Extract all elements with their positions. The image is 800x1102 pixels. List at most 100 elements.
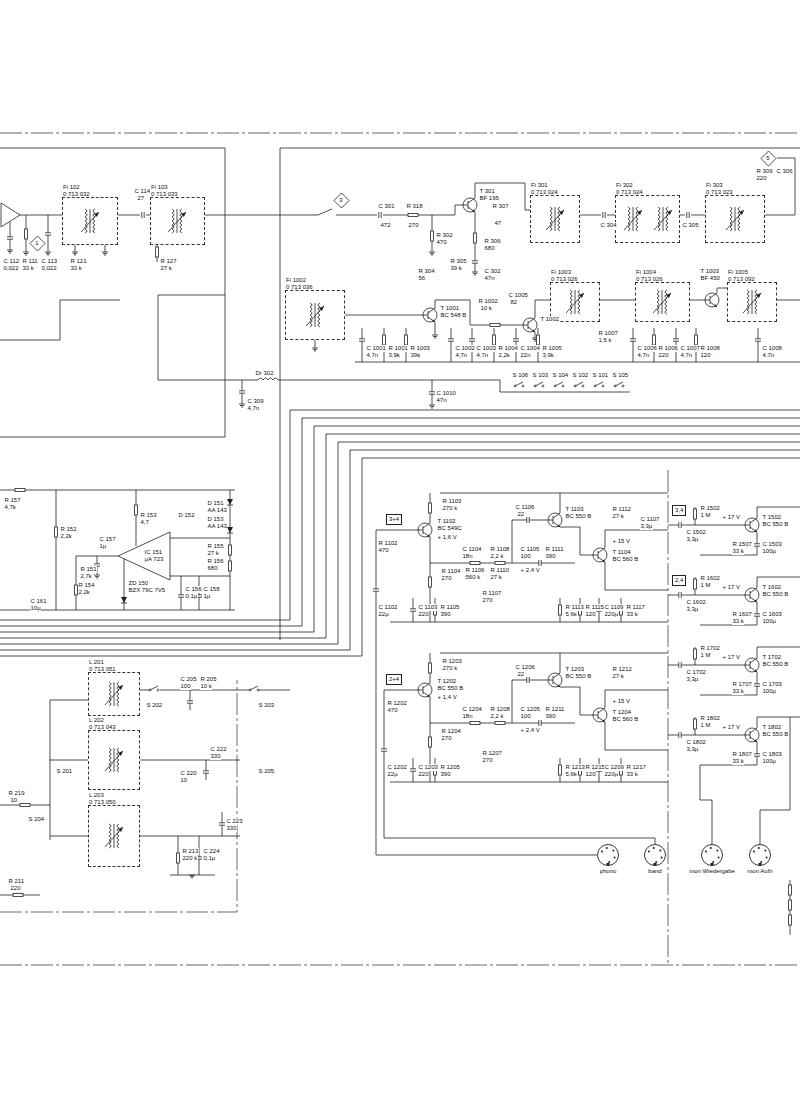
component-symbol [306, 303, 324, 327]
part-label: T 1702 [762, 654, 782, 661]
part-label: R 1707 [732, 681, 752, 688]
module-heading: Fi 3030 713 023 [706, 182, 733, 195]
component-symbol [94, 575, 100, 578]
component-symbol [726, 207, 744, 231]
component-symbol [668, 577, 800, 625]
module-heading: Fi 3020 713 024 [616, 182, 643, 195]
part-label: 47 [494, 220, 502, 227]
part-label: C 306 [776, 168, 793, 175]
part-label: 1,5 k [598, 337, 612, 344]
part-label: R 1115 [585, 604, 604, 611]
part-label: S 102 [572, 372, 589, 379]
part-label: 3,3µ [686, 746, 699, 753]
part-label: 2,2 k [490, 713, 504, 720]
part-label: T 1003 [700, 268, 720, 275]
component-symbol [149, 686, 159, 691]
part-label: 0,022 [3, 265, 19, 272]
part-label: R 1204 [441, 728, 461, 735]
part-label: 0,1µ [203, 855, 216, 862]
wire [10, 215, 318, 262]
module-name: 0 713 026 [636, 276, 663, 283]
socket-pin [648, 851, 650, 853]
part-label: R 1207 [482, 750, 502, 757]
filter-module: Fi 3030 713 023 [705, 195, 765, 243]
part-label: R 1007 [598, 330, 618, 337]
component-symbol [312, 348, 318, 351]
socket-ring [750, 845, 771, 866]
part-label: R 1208 [490, 706, 510, 713]
wire [280, 148, 800, 640]
part-label: C 1702 [686, 669, 706, 676]
part-label: S 104 [552, 372, 569, 379]
part-label: BF 195 [479, 195, 499, 202]
part-label: 18n [462, 553, 473, 560]
part-label: 2,7k [80, 573, 92, 580]
part-label: 330 [226, 825, 237, 832]
component-symbol [105, 682, 123, 706]
regulator [0, 489, 235, 611]
part-label: AA 143 [207, 507, 227, 514]
part-label: R 151 [80, 566, 97, 573]
part-label: + 1,6 V [437, 534, 457, 541]
component-symbol [743, 290, 761, 314]
component-symbol [81, 209, 99, 233]
part-label: 270 [441, 575, 452, 582]
frame-lines [0, 133, 800, 965]
diamond-shape [334, 193, 349, 208]
socket-pin [612, 850, 614, 852]
part-label: 27 [137, 195, 145, 202]
part-label: 270 [482, 597, 493, 604]
wire [580, 158, 795, 215]
part-label: 39k [410, 352, 421, 359]
socket-pin [764, 850, 766, 852]
part-label: 120 [700, 352, 711, 359]
wire [121, 597, 127, 603]
component-symbol [630, 339, 636, 341]
part-label: 390 [545, 553, 556, 560]
part-label: S 202 [146, 702, 163, 709]
component-symbol [472, 272, 478, 275]
wire [0, 410, 800, 656]
module-name: 0 713 023 [706, 189, 733, 196]
part-label: 3,3µ [686, 606, 699, 613]
part-label: BC 548 B [440, 312, 467, 319]
socket-key [711, 863, 714, 866]
module-heading: L 2020 713 043 [89, 717, 116, 730]
component-symbol [219, 823, 225, 825]
component-symbol [537, 335, 540, 345]
part-label: R 1113 [565, 604, 584, 611]
part-label: 33 k [732, 688, 744, 695]
part-label: R 1607 [732, 611, 752, 618]
part-label: R 318 [406, 203, 423, 210]
component-symbol [156, 247, 159, 257]
component-symbol [673, 339, 679, 341]
socket-pin [758, 847, 760, 849]
part-label: 22µ [378, 611, 389, 618]
part-label: C 1803 [762, 751, 782, 758]
part-label: 390 [440, 771, 451, 778]
channel-tag: 3+4 [386, 514, 402, 525]
part-label: C 158 [203, 586, 220, 593]
part-label: BZX 79C 7V5 [128, 587, 166, 594]
module-heading: Fi 10030 713 026 [551, 269, 578, 282]
part-label: 390 [440, 611, 451, 618]
component-symbol [513, 339, 519, 341]
part-label: 47n [484, 275, 495, 282]
part-label: S 201 [56, 768, 73, 775]
module-name: 0 713 092 [728, 276, 755, 283]
part-label: + 1,4 V [437, 694, 457, 701]
module-name: 0 713 051 [89, 666, 116, 673]
part-label: C 156 [185, 586, 202, 593]
wire [0, 295, 258, 380]
callout-number: 2+4 [389, 676, 399, 683]
component-symbol [554, 382, 564, 387]
component-symbol [461, 198, 477, 212]
part-label: 3,3µ [686, 676, 699, 683]
socket-pin [712, 861, 714, 863]
wire [0, 690, 290, 895]
part-label: 1 M [700, 582, 711, 589]
part-label: 220 [418, 611, 429, 618]
part-label: C 1107 [640, 516, 660, 523]
part-label: 22 [517, 671, 525, 678]
component-symbol [653, 290, 671, 314]
